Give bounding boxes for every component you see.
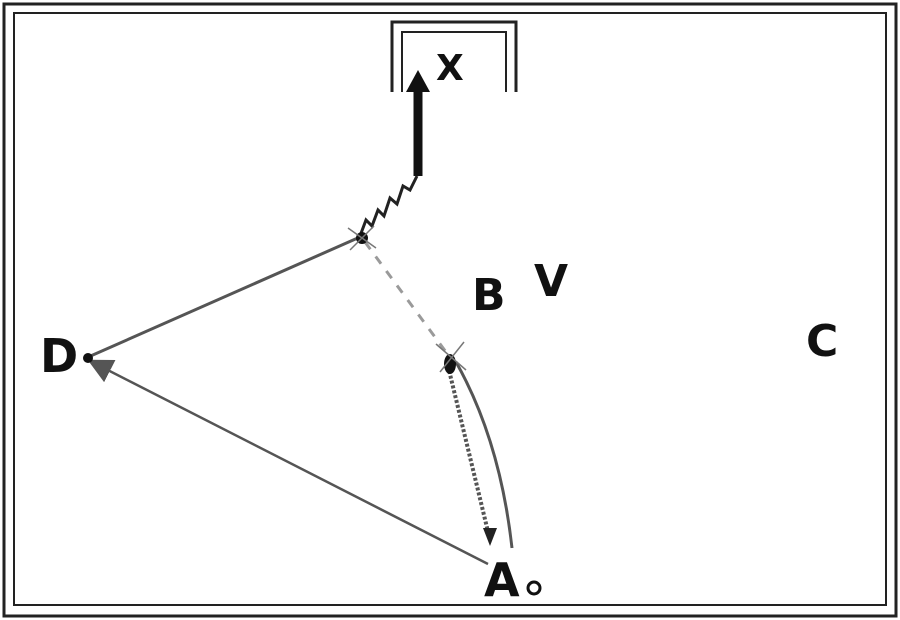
label-b: B bbox=[472, 270, 506, 321]
arrowhead-at-a bbox=[483, 528, 497, 546]
zigzag-connector bbox=[358, 175, 419, 237]
line-a-to-d bbox=[87, 359, 489, 566]
node-a-dot bbox=[526, 580, 542, 596]
label-d: D bbox=[40, 329, 78, 383]
node-d-dot bbox=[83, 353, 93, 363]
label-a: A bbox=[484, 553, 520, 607]
line-b-to-a-straight bbox=[446, 365, 492, 541]
x-box-outer bbox=[390, 20, 518, 92]
dashed-node-to-b bbox=[363, 241, 448, 353]
x-box-inner bbox=[401, 31, 507, 92]
curve-b-to-a bbox=[454, 361, 514, 549]
label-x: X bbox=[436, 48, 464, 89]
node-b-tick2 bbox=[439, 341, 465, 373]
label-c: C bbox=[806, 316, 838, 367]
line-d-to-node bbox=[85, 235, 361, 360]
node-upper-tick2 bbox=[349, 225, 375, 251]
thick-arrow-head bbox=[406, 70, 430, 92]
node-b-tick1 bbox=[435, 343, 467, 371]
label-v: V bbox=[534, 256, 568, 307]
inner-frame bbox=[13, 12, 887, 606]
